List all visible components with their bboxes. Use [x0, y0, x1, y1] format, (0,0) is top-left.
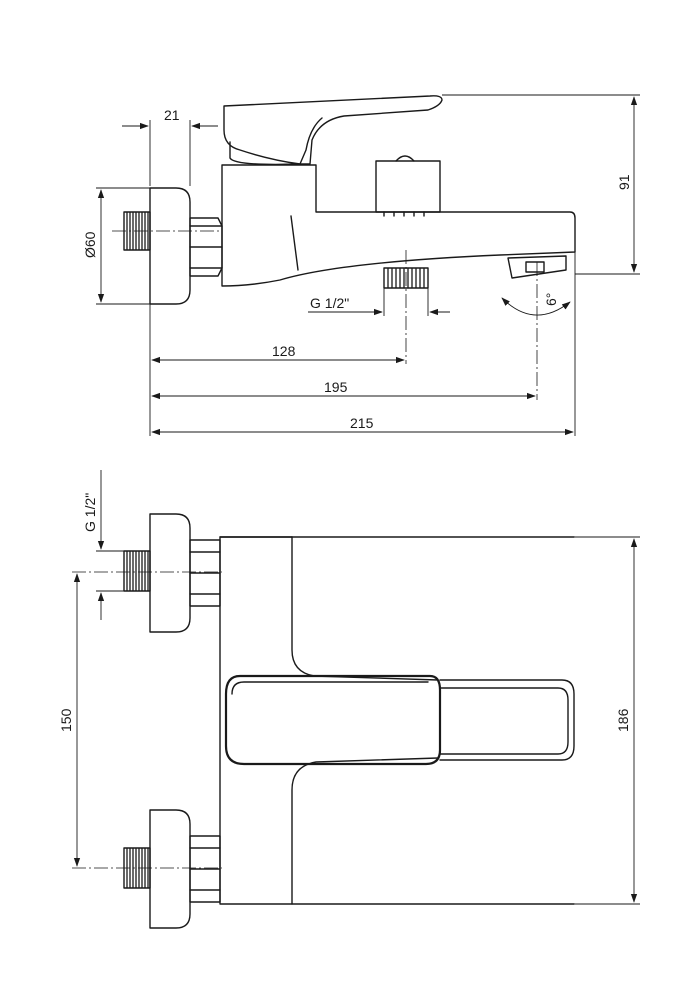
angle-label: 6° [543, 293, 559, 306]
lower-wall-flange [149, 809, 191, 929]
dimension-outlet-thread-label: G 1/2" [310, 295, 349, 311]
upper-wall-flange [149, 513, 191, 633]
dimension-150-label: 150 [58, 708, 74, 732]
dimension-128-label: 128 [272, 343, 296, 359]
spout-aerator [507, 255, 567, 400]
side-thread-connector [112, 211, 220, 251]
dimension-top-thread: G 1/2" [82, 470, 124, 620]
lever-handle-top [224, 674, 442, 766]
upper-hex-nut [189, 539, 221, 607]
side-hex-nut [189, 217, 223, 277]
side-view: 6° 21 Ø60 91 G 1/2" [82, 94, 640, 436]
lever-handle [223, 95, 443, 165]
lower-thread-connector [72, 847, 222, 889]
dimension-195-label: 195 [324, 379, 348, 395]
dimension-186: 186 [574, 536, 640, 905]
mixer-body-side [221, 164, 576, 287]
dimension-91: 91 [442, 94, 640, 275]
spout-top [439, 679, 575, 761]
dimension-diameter: Ø60 [82, 187, 150, 305]
bottom-outlet-thread [383, 250, 429, 364]
lower-hex-nut [189, 835, 221, 903]
dimension-diameter-label: Ø60 [82, 231, 98, 258]
dimension-215: 215 [151, 415, 574, 436]
dimension-outlet-thread: G 1/2" [308, 288, 450, 316]
top-view: G 1/2" 150 186 [58, 470, 640, 929]
dimension-128: 128 [151, 343, 405, 364]
dimension-91-label: 91 [616, 174, 632, 190]
cartridge-stem [229, 117, 323, 166]
dimension-21-label: 21 [164, 107, 180, 123]
dimension-186-label: 186 [615, 708, 631, 732]
dimension-195: 195 [151, 379, 536, 400]
wall-flange [149, 187, 191, 305]
mixer-body-top [219, 536, 575, 905]
dimension-215-label: 215 [350, 415, 374, 431]
upper-thread-connector [72, 550, 222, 592]
dimension-top-thread-label: G 1/2" [82, 493, 98, 532]
diverter-button [375, 155, 441, 217]
angle-arc [501, 297, 571, 316]
dimension-150: 150 [58, 573, 81, 867]
dimension-21: 21 [122, 107, 218, 186]
